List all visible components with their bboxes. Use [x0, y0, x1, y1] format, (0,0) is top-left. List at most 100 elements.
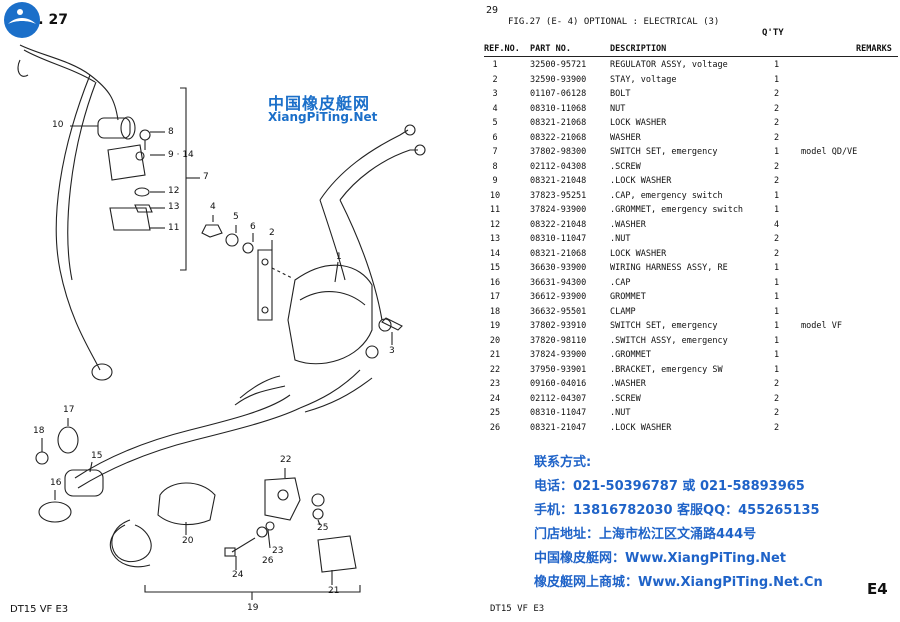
callout: 11 — [168, 223, 180, 233]
description-cell: .SCREW — [610, 161, 641, 172]
contact-shop[interactable]: 橡皮艇网上商城：Www.XiangPiTing.Net.Cn — [534, 575, 823, 590]
part-no-cell: 08322-21048 — [530, 219, 587, 230]
ref-cell: 26 — [489, 422, 501, 433]
description-cell: .CAP — [610, 277, 631, 288]
section-code: E4 — [867, 580, 888, 598]
qty-cell: 1 — [774, 335, 780, 346]
qty-cell: 1 — [774, 205, 780, 215]
ref-cell: 22 — [489, 364, 501, 375]
qty-header: Q'TY — [762, 28, 784, 38]
part-no-cell: 36630-93900 — [530, 263, 587, 273]
callout: 26 — [262, 556, 274, 566]
description-cell: .WASHER — [610, 379, 646, 389]
ref-cell: 1 — [492, 60, 498, 70]
ref-cell: 4 — [492, 103, 498, 114]
part-no-cell: 08310-11047 — [530, 234, 587, 244]
qty-cell: 1 — [774, 350, 780, 360]
callout: 1 — [336, 252, 342, 262]
qty-cell: 2 — [774, 176, 780, 186]
description-header: DESCRIPTION — [610, 44, 667, 54]
callout: 15 — [91, 451, 103, 461]
description-cell: GROMMET — [610, 292, 646, 302]
description-cell: .NUT — [610, 408, 631, 418]
ref-cell: 14 — [489, 248, 501, 259]
description-cell: .LOCK WASHER — [610, 422, 672, 433]
ref-cell: 15 — [489, 263, 501, 273]
part-no-cell: 08322-21068 — [530, 132, 587, 143]
ref-cell: 17 — [489, 292, 501, 302]
callout: 23 — [272, 546, 284, 556]
part-no-cell: 37950-93901 — [530, 364, 587, 375]
ref-cell: 2 — [492, 74, 498, 85]
callout: 22 — [280, 455, 292, 465]
description-cell: WIRING HARNESS ASSY, RE — [610, 263, 728, 273]
ref-cell: 19 — [489, 321, 501, 331]
part-no-header: PART NO. — [530, 44, 571, 54]
ref-no-header: REF.NO. — [484, 44, 520, 54]
ref-cell: 3 — [492, 89, 498, 99]
description-cell: SWITCH SET, emergency — [610, 147, 718, 157]
description-cell: .SWITCH ASSY, emergency — [610, 335, 728, 346]
qty-cell: 2 — [774, 234, 780, 244]
ref-cell: 25 — [489, 408, 501, 418]
parts-drawing — [17, 44, 426, 600]
part-no-cell: 08321-21048 — [530, 176, 587, 186]
part-no-cell: 37824-93900 — [530, 205, 587, 215]
callout: 16 — [50, 478, 62, 488]
description-cell: LOCK WASHER — [610, 118, 667, 128]
table-row: 15 36630-93900 WIRING HARNESS ASSY, RE 1 — [478, 263, 900, 278]
parts-list: 29 FIG.27 (E- 4) OPTIONAL : ELECTRICAL (… — [478, 0, 900, 622]
qty-cell: 1 — [774, 306, 780, 317]
part-no-cell: 37820-98110 — [530, 335, 587, 346]
qty-cell: 1 — [774, 190, 780, 201]
ref-cell: 13 — [489, 234, 501, 244]
ref-cell: 18 — [489, 306, 501, 317]
qty-cell: 1 — [774, 263, 780, 273]
description-cell: STAY, voltage — [610, 74, 677, 85]
part-no-cell: 36632-95501 — [530, 306, 587, 317]
callout: 17 — [63, 405, 75, 415]
contact-mobile: 手机：13816782030 客服QQ：455265135 — [534, 503, 820, 518]
qty-cell: 1 — [774, 292, 780, 302]
part-no-cell: 36612-93900 — [530, 292, 587, 302]
qty-cell: 2 — [774, 408, 780, 418]
description-cell: .LOCK WASHER — [610, 176, 672, 186]
description-cell: BOLT — [610, 89, 631, 99]
qty-cell: 1 — [774, 321, 780, 331]
remarks-cell: model QD/VE — [801, 147, 858, 157]
description-cell: .GROMMET, emergency switch — [610, 205, 744, 215]
parts-list-title: FIG.27 (E- 4) OPTIONAL : ELECTRICAL (3) — [508, 17, 720, 27]
part-no-cell: 09160-04016 — [530, 379, 587, 389]
ref-cell: 24 — [489, 393, 501, 404]
contact-website[interactable]: 中国橡皮艇网：Www.XiangPiTing.Net — [534, 551, 786, 566]
ref-cell: 9 — [492, 176, 498, 186]
watermark-cn: 中国橡皮艇网 — [268, 94, 371, 113]
callout: 13 — [168, 202, 180, 212]
exploded-diagram: FIG. 27 中国橡皮艇网 XiangPiTing.Net 10 8 9 · … — [4, 2, 426, 615]
part-no-cell: 08310-11047 — [530, 408, 587, 418]
qty-cell: 1 — [774, 277, 780, 288]
qty-cell: 1 — [774, 60, 780, 70]
contact-heading: 联系方式: — [534, 455, 592, 470]
qty-cell: 2 — [774, 422, 780, 433]
part-no-cell: 37824-93900 — [530, 350, 587, 360]
table-row: 9 08321-21048 .LOCK WASHER 2 — [478, 176, 900, 191]
remarks-header: REMARKS — [856, 44, 892, 54]
callout: 3 — [389, 346, 395, 356]
callout: 18 — [33, 426, 45, 436]
page-number: 29 — [486, 5, 499, 16]
description-cell: SWITCH SET, emergency — [610, 321, 718, 331]
table-row: 17 36612-93900 GROMMET 1 — [478, 292, 900, 307]
